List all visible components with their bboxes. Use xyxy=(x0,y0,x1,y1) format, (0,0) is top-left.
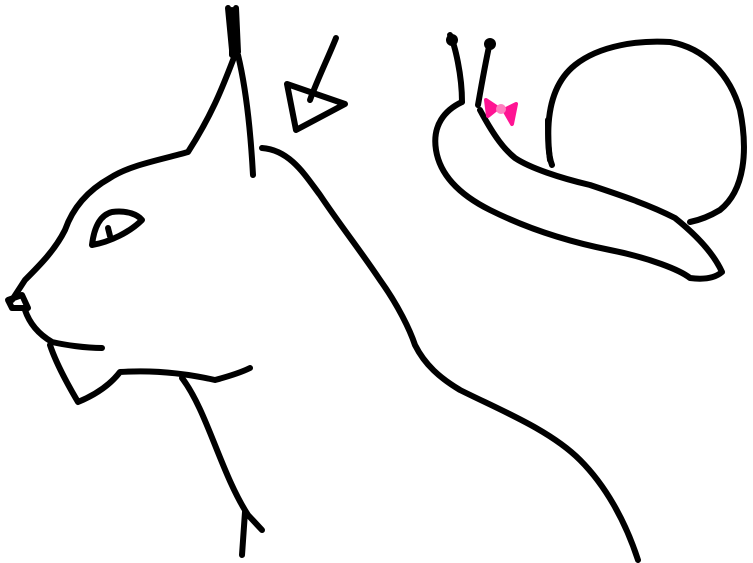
cat-ear-back xyxy=(235,52,256,178)
snail-bow xyxy=(484,98,518,126)
snail-body xyxy=(432,99,725,282)
cat-mouth xyxy=(22,307,105,351)
cat xyxy=(5,5,641,563)
cat-nose xyxy=(5,292,31,311)
bow-center xyxy=(496,104,506,114)
cat-back-line xyxy=(259,145,641,563)
snail-antenna-tip-right xyxy=(484,38,496,50)
cat-pupil xyxy=(105,225,113,239)
snail xyxy=(432,32,747,282)
bow-right-wing xyxy=(502,102,518,126)
snail-antenna-tip-left xyxy=(446,34,458,46)
cat-head-outline xyxy=(9,52,238,303)
snail-shell xyxy=(545,38,747,225)
arrow-group xyxy=(284,35,348,133)
cat-ear-tuft xyxy=(225,5,241,58)
cat-chin xyxy=(47,342,253,405)
arrow-triangle xyxy=(284,81,348,133)
snail-shell-base xyxy=(545,117,555,168)
cat-throat xyxy=(179,375,265,533)
cat-eye xyxy=(89,208,145,248)
bow-left-wing xyxy=(484,98,500,118)
snail-antenna-right xyxy=(475,39,493,108)
cat-throat-end xyxy=(239,509,248,558)
